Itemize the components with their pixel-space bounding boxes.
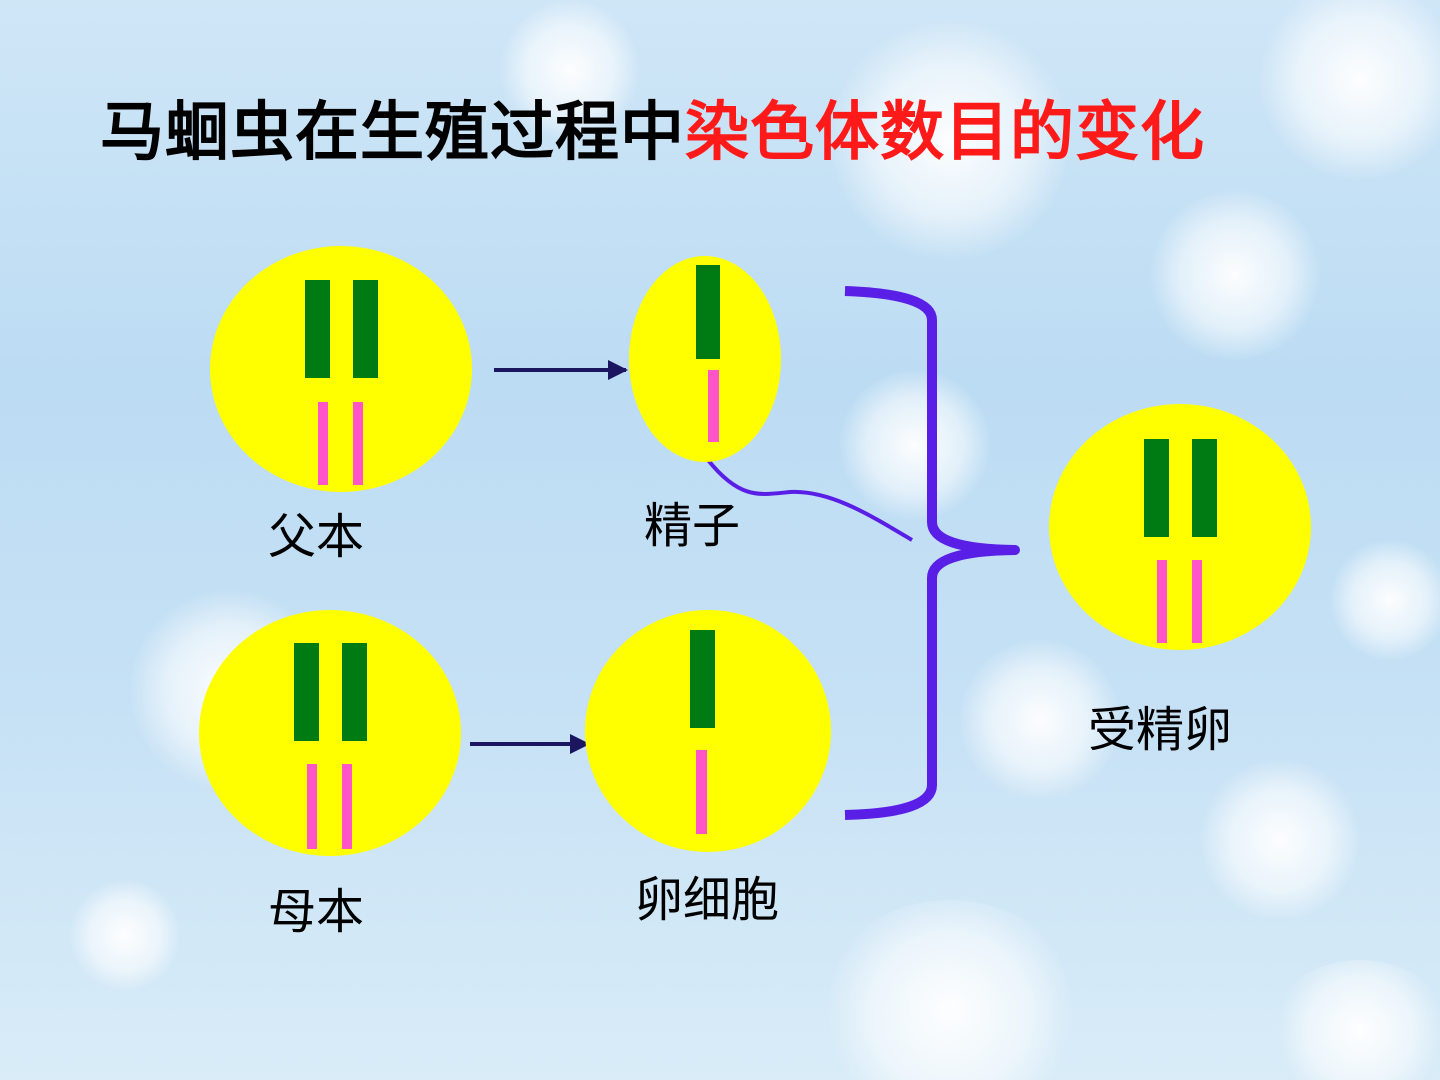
fertilized-small-chromosome-2 <box>1192 560 1202 643</box>
sperm-cell <box>629 256 914 542</box>
mother-small-chromosome-1 <box>307 764 317 849</box>
mother-large-chromosome-1 <box>294 643 319 741</box>
egg-large-chromosome <box>690 630 715 728</box>
mother-small-chromosome-2 <box>342 764 352 849</box>
label-mother: 母本 <box>268 884 365 940</box>
father-large-chromosome-2 <box>353 280 378 378</box>
sperm-large-chromosome <box>696 265 720 359</box>
title-black-part: 马蛔虫在生殖过程中 <box>100 96 685 170</box>
mother-cell <box>199 610 461 856</box>
father-small-chromosome-2 <box>353 402 363 485</box>
label-father: 父本 <box>268 509 365 565</box>
fertilized-egg-cell-body <box>1049 404 1311 650</box>
label-egg-cell: 卵细胞 <box>635 872 780 928</box>
merge-brace <box>844 286 1020 820</box>
father-cell-body <box>210 246 472 492</box>
label-fertilized-egg: 受精卵 <box>1088 702 1233 758</box>
egg-cell <box>585 610 831 852</box>
title-red-part: 染色体数目的变化 <box>685 96 1205 170</box>
egg-small-chromosome <box>696 750 707 834</box>
label-sperm: 精子 <box>644 498 741 554</box>
slide-title: 马蛔虫在生殖过程中染色体数目的变化 <box>100 98 1205 168</box>
father-large-chromosome-1 <box>305 280 330 378</box>
mother-cell-body <box>199 610 461 856</box>
father-small-chromosome-1 <box>318 402 328 485</box>
fertilized-egg-cell <box>1049 404 1311 650</box>
fertilized-small-chromosome-1 <box>1157 560 1167 643</box>
fertilized-large-chromosome-2 <box>1192 439 1217 537</box>
mother-large-chromosome-2 <box>342 643 367 741</box>
fertilized-large-chromosome-1 <box>1144 439 1169 537</box>
sperm-tail <box>706 458 914 542</box>
egg-cell-body <box>585 610 831 852</box>
sperm-small-chromosome <box>708 370 719 442</box>
father-cell <box>210 246 472 492</box>
